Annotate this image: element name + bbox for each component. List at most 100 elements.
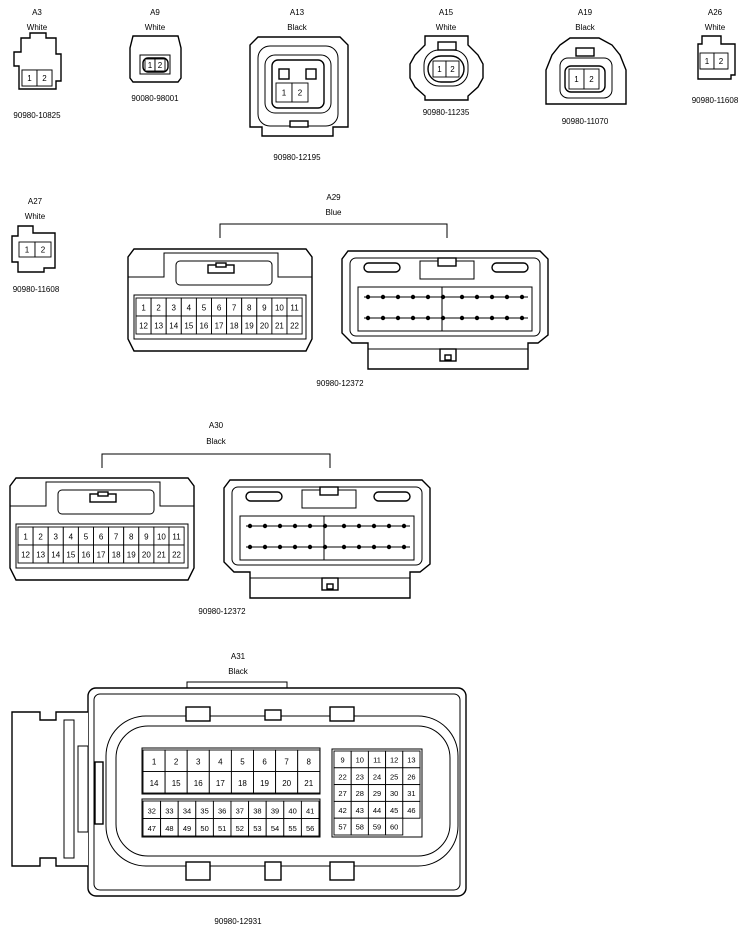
terminal-dot [489,294,495,300]
pin-number: 18 [238,779,247,788]
pin-number: 12 [139,322,148,331]
pin-number: 4 [69,533,74,542]
connector-color: White [705,23,726,32]
side-guide [94,761,104,825]
terminal-dot [474,315,480,321]
terminal-dot [459,294,465,300]
pin-number: 10 [356,756,364,765]
pin-number: 50 [200,824,208,833]
pin-number: 16 [194,779,203,788]
terminal-dot [247,523,253,529]
terminal-dot [401,523,407,529]
pin-number: 42 [338,806,346,815]
housing-ridge [128,252,312,278]
pin-number: 15 [66,551,75,560]
pin-cell [297,771,321,794]
pin-number: 49 [183,824,191,833]
latch-recess [57,489,155,515]
pin-number: 43 [356,806,364,815]
part-number: 90980-12372 [198,607,246,616]
pin-cell [154,58,166,72]
pin-number: 21 [157,551,166,560]
terminal-dot [371,523,377,529]
pin-number: 41 [306,806,314,815]
pin-number: 9 [144,533,149,542]
pin-number: 30 [390,789,398,798]
terminal-dot [341,544,347,550]
pin-number: 6 [99,533,104,542]
terminal-dot [380,315,386,321]
connector-id: A19 [578,8,593,17]
bottom-lug [264,861,282,881]
pin-number: 2 [156,304,161,313]
pin-number: 1 [152,757,157,766]
pin-number: 9 [262,304,267,313]
pin-number: 1 [437,65,442,74]
bottom-lug [185,861,211,881]
terminal-dot [440,294,446,300]
latch-key [305,68,317,80]
terminal-dot [401,544,407,550]
pin-number: 56 [306,824,314,833]
pin-number: 19 [127,551,136,560]
terminal-dot [262,523,268,529]
bottom-lug [329,861,355,881]
pin-number: 11 [290,304,299,313]
pin-number: 20 [260,322,269,331]
part-number: 90980-11235 [423,108,470,117]
pin-field [133,294,307,340]
pin-number: 12 [21,551,30,560]
part-number: 90980-12372 [316,379,364,388]
top-lock-bar [186,681,288,690]
pin-number: 21 [275,322,284,331]
locking-tab [289,120,309,128]
part-number: 90980-11608 [692,96,739,105]
pin-number: 5 [202,304,207,313]
pin-number: 3 [196,757,201,766]
top-lug [185,706,211,722]
terminal-dot [356,544,362,550]
pin-number: 48 [165,824,173,833]
connector-color: Black [287,23,308,32]
pin-cell [286,315,303,335]
pin-number: 24 [373,772,381,781]
pin-number: 22 [172,551,181,560]
guide-slot [373,491,411,502]
pin-cell [291,82,309,103]
pin-number: 1 [23,533,28,542]
pin-number: 34 [183,806,191,815]
pin-number: 26 [407,772,415,781]
pin-cell [36,69,53,87]
terminal-dot [504,294,510,300]
terminal-dot [519,315,525,321]
terminal-dot [292,544,298,550]
pin-number: 14 [169,322,178,331]
part-number: 90980-12931 [214,917,262,926]
terminal-dot [322,544,328,550]
pin-number: 31 [407,789,415,798]
pin-block-lower-left [141,798,321,838]
shroud-outer [105,715,459,867]
pin-number: 17 [97,551,106,560]
top-lug [264,709,282,721]
pin-number: 29 [373,789,381,798]
latch-key [437,41,457,51]
pin-number: 7 [114,533,119,542]
view-bracket [219,223,448,238]
pin-number: 7 [232,304,237,313]
terminal-dot [459,315,465,321]
pin-cell [300,818,320,837]
connector-housing-front [223,479,431,599]
pin-number: 27 [338,789,346,798]
part-number: 90980-12195 [273,153,321,162]
pin-number: 60 [390,823,398,832]
pin-number: 25 [390,772,398,781]
pin-cell [402,800,421,819]
pin-number: 40 [288,806,296,815]
pin-number: 54 [271,824,279,833]
